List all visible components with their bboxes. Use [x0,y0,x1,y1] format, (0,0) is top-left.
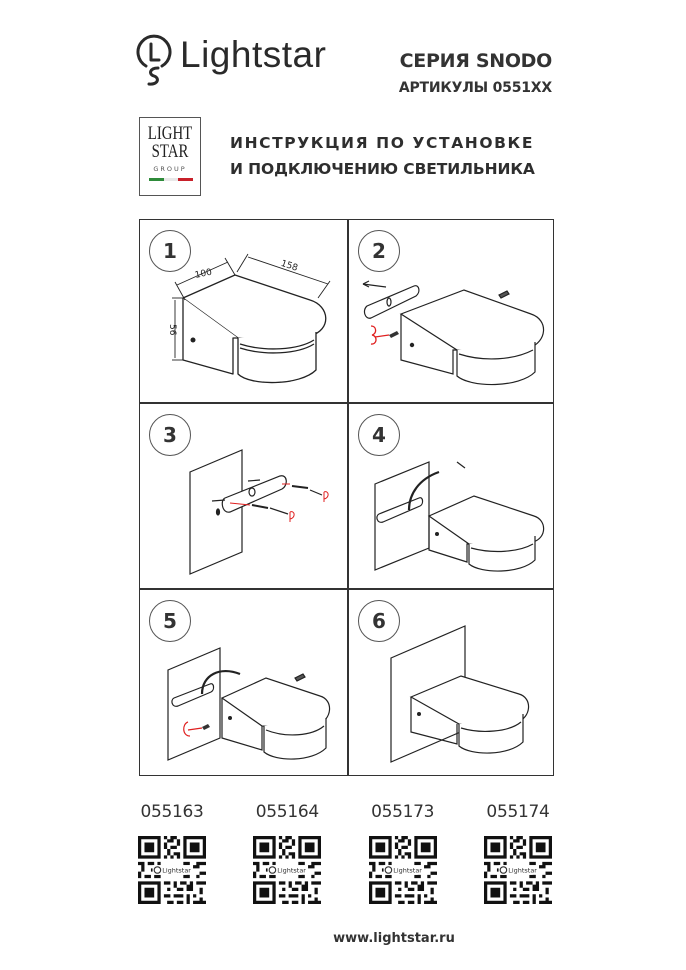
series-title: СЕРИЯ SNODO [399,50,553,72]
group-logo-group: GROUP [153,165,187,173]
website-link[interactable]: www.lightstar.ru [333,931,455,946]
dimension-length: 158 [279,259,299,274]
brand-name: Lightstar [180,34,327,75]
step-3-panel: 3 [140,404,347,589]
step-1-panel: 1 100 158 56 [140,220,347,405]
qr-code-icon[interactable] [483,836,552,904]
articles-subtitle: АРТИКУЛЫ 0551XX [398,80,552,96]
instructions-title-line2: И ПОДКЛЮЧЕНИЮ СВЕТИЛЬНИКА [230,160,535,178]
article-code-055173: 055173 [361,802,445,904]
step-6-panel: 6 [349,590,556,775]
installed-fixture-drawing [390,625,530,763]
dimension-width: 100 [194,268,213,281]
step-2-panel: 2 [349,220,556,405]
qr-code-icon[interactable] [368,836,437,904]
article-code-label: 055163 [140,802,204,822]
steps-grid [139,219,554,776]
article-code-label: 055173 [371,802,435,822]
article-code-055163: 055163 [130,802,214,904]
attach-fixture-drawing [167,647,331,761]
qr-code-icon[interactable] [138,836,206,904]
grid-divider-row2 [139,588,554,590]
grid-divider-row1 [139,402,554,404]
step-number-badge: 3 [149,414,191,456]
article-code-label: 055164 [255,802,319,822]
article-code-label: 055174 [486,802,550,822]
italian-flag-stripe [149,178,194,181]
step-4-panel: 4 [349,404,556,589]
step-number-badge: 4 [358,414,400,456]
instructions-title-line1: ИНСТРУКЦИЯ ПО УСТАНОВКЕ [230,134,535,152]
qr-code-icon[interactable] [253,836,322,904]
article-code-055174: 055174 [476,802,560,904]
step-5-panel: 5 [140,590,347,775]
step-number-badge: 5 [149,600,191,642]
connect-wires-drawing [374,461,545,572]
instructions-title: ИНСТРУКЦИЯ ПО УСТАНОВКЕ И ПОДКЛЮЧЕНИЮ СВ… [230,130,535,182]
group-logo-star: STAR [151,141,189,162]
article-codes-row: 055163 055164 055173 055174 [130,802,560,904]
detach-bracket-drawing [362,280,545,386]
grid-divider-vertical [347,219,349,776]
step-number-badge: 2 [358,230,400,272]
step-number-badge: 6 [358,600,400,642]
step-number-badge: 1 [149,230,191,272]
group-logo-light: LIGHT [147,123,193,144]
mount-bracket-to-wall-drawing [189,449,329,575]
lightstar-group-logo: LIGHT STAR GROUP [139,117,201,196]
article-code-055164: 055164 [245,802,329,904]
fixture-dimensions-drawing: 100 158 56 [167,253,331,384]
dimension-height: 56 [167,324,177,336]
lightbulb-logo-icon [136,34,172,86]
